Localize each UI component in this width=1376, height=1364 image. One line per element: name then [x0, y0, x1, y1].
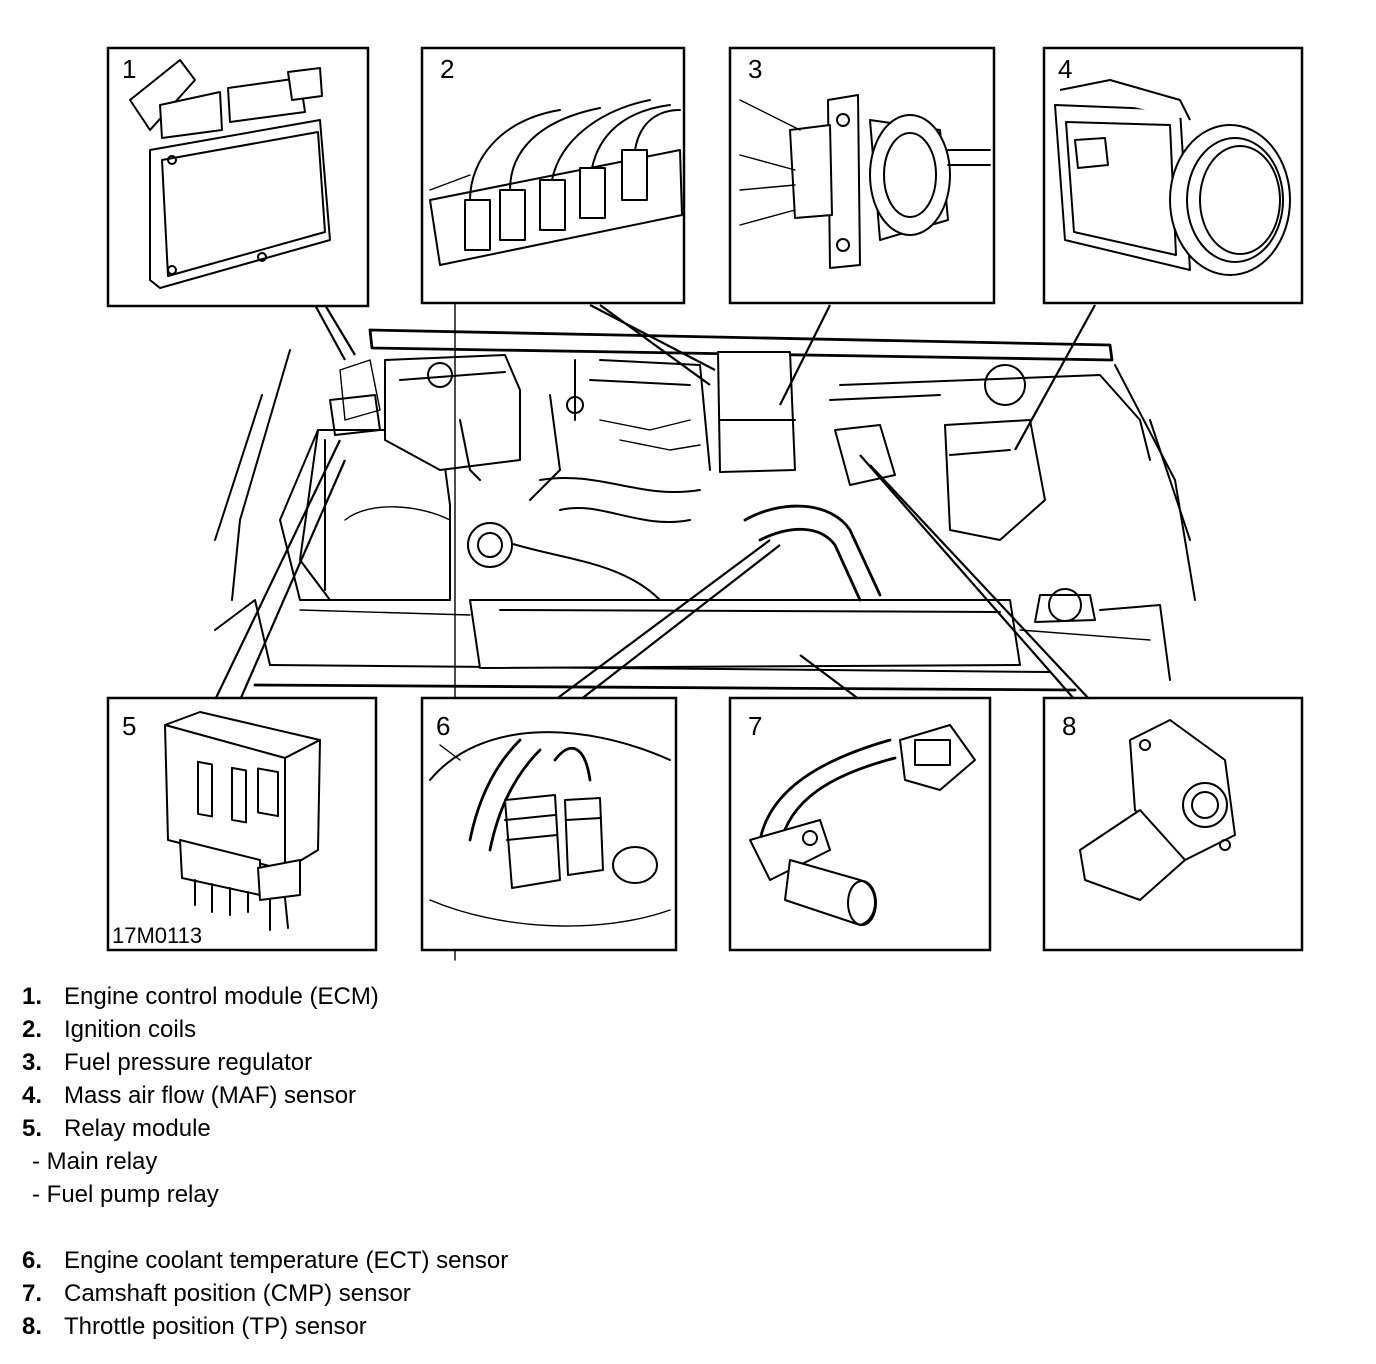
legend-label: Mass air flow (MAF) sensor: [64, 1082, 357, 1109]
panel-4-number: 4: [1058, 54, 1072, 84]
component-legend: 1. Engine control module (ECM) 2. Igniti…: [22, 980, 722, 1343]
legend-item: 2. Ignition coils: [22, 1013, 722, 1046]
panel-2-ignition-coils: 2: [420, 46, 686, 305]
leader-lines: [214, 304, 1096, 701]
figure-reference: 17M0113: [112, 923, 202, 948]
legend-spacer: [22, 1211, 722, 1244]
legend-label: Engine coolant temperature (ECT) sensor: [64, 1247, 509, 1274]
panel-4-maf-sensor: 4: [1042, 46, 1304, 305]
panel-1-number: 1: [122, 54, 136, 84]
panel-7-number: 7: [748, 711, 762, 741]
legend-number: 3.: [22, 1049, 43, 1076]
legend-number: 7.: [22, 1280, 43, 1307]
panel-8-number: 8: [1062, 711, 1076, 741]
legend-label: Engine control module (ECM): [64, 983, 379, 1010]
legend-label: Relay module: [64, 1115, 211, 1142]
legend-label: Ignition coils: [64, 1016, 197, 1043]
legend-label: Camshaft position (CMP) sensor: [64, 1280, 411, 1307]
legend-label: Throttle position (TP) sensor: [64, 1313, 367, 1340]
legend-item: 8. Throttle position (TP) sensor: [22, 1310, 722, 1343]
legend-item: 1. Engine control module (ECM): [22, 980, 722, 1013]
legend-number: 6.: [22, 1247, 43, 1274]
legend-number: 2.: [22, 1016, 43, 1043]
legend-item: 6. Engine coolant temperature (ECT) sens…: [22, 1244, 722, 1277]
legend-number: 8.: [22, 1313, 43, 1340]
panel-3-number: 3: [748, 54, 762, 84]
legend-sub-item: - Main relay: [32, 1148, 158, 1175]
panel-8-tp-sensor: 8: [1042, 696, 1304, 952]
panel-7-cmp-sensor: 7: [728, 696, 992, 952]
legend-item: 4. Mass air flow (MAF) sensor: [22, 1079, 722, 1112]
panel-2-number: 2: [440, 54, 454, 84]
engine-bay-illustration: [214, 59, 1196, 961]
panel-5-number: 5: [122, 711, 136, 741]
legend-item: 3. Fuel pressure regulator: [22, 1046, 722, 1079]
panel-6-number: 6: [436, 711, 450, 741]
legend-number: 4.: [22, 1082, 43, 1109]
panel-1-ecm: 1: [106, 46, 370, 308]
legend-label: Fuel pressure regulator: [64, 1049, 313, 1076]
panel-3-fuel-pressure-regulator: 3: [728, 46, 996, 305]
panel-6-ect-sensor: 6: [420, 696, 678, 952]
legend-number: 1.: [22, 983, 43, 1010]
legend-number: 5.: [22, 1115, 43, 1142]
panel-5-relay-module: 5 17M0113: [106, 696, 378, 952]
legend-item: 7. Camshaft position (CMP) sensor: [22, 1277, 722, 1310]
legend-sub-item: - Fuel pump relay: [32, 1181, 219, 1208]
engine-bay-diagram: 1 2 3: [106, 46, 1304, 961]
legend-item: 5. Relay module: [22, 1112, 722, 1145]
